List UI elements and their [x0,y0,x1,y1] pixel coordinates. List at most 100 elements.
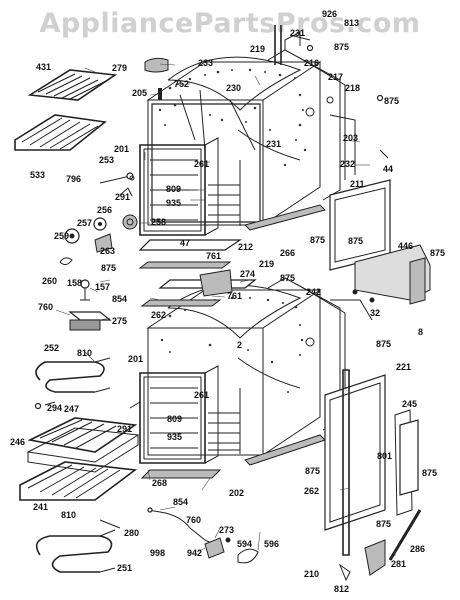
part-label: 875 [348,236,363,246]
part-label: 813 [344,18,359,28]
watermark: AppliancePartsPros.com [39,8,421,39]
part-label: 875 [384,96,399,106]
part-label: 158 [67,278,82,288]
part-label: 596 [264,539,279,549]
part-label: 221 [396,362,411,372]
right-side-panels [324,179,431,556]
part-label: 263 [100,246,115,256]
part-label: 875 [430,248,445,258]
part-label: 875 [422,468,437,478]
part-label: 809 [167,414,182,424]
part-label: 752 [174,79,189,89]
part-label: 262 [151,310,166,320]
part-label: 294 [47,403,62,413]
part-label: 935 [167,432,182,442]
part-label: 446 [398,241,413,251]
part-label: 533 [30,170,45,180]
part-label: 275 [112,316,127,326]
part-label: 286 [410,544,425,554]
part-label: 203 [343,133,358,143]
part-label: 247 [64,404,79,414]
part-label: 998 [150,548,165,558]
part-label: 279 [112,63,127,73]
broil-element-252 [35,357,111,393]
part-label: 926 [322,9,337,19]
part-label: 202 [229,488,244,498]
part-label: 812 [334,584,349,594]
part-label: 875 [280,273,295,283]
part-label: 231 [290,28,305,38]
part-label: 217 [328,72,343,82]
part-label: 875 [334,42,349,52]
vent-tube [274,25,311,65]
part-label: 233 [198,58,213,68]
part-label: 268 [152,478,167,488]
control-knobs [59,214,138,266]
part-label: 231 [266,139,281,149]
part-label: 875 [376,339,391,349]
part-label: 291 [117,424,132,434]
part-label: 251 [117,563,132,573]
part-label: 801 [377,451,392,461]
part-label: 854 [112,294,127,304]
part-label: 218 [345,83,360,93]
part-label: 875 [310,235,325,245]
part-label: 258 [151,217,166,227]
part-label: 210 [304,569,319,579]
broil-pan [26,417,140,473]
part-label: 47 [180,238,190,248]
part-label: 875 [305,466,320,476]
part-label: 256 [97,205,112,215]
part-label: 245 [402,399,417,409]
part-label: 212 [238,242,253,252]
upper-oven-cavity [139,56,322,236]
part-label: 44 [383,164,393,174]
part-label: 761 [206,251,221,261]
part-label: 261 [194,390,209,400]
part-label: 260 [42,276,57,286]
part-label: 230 [226,83,241,93]
part-label: 875 [376,519,391,529]
part-label: 281 [391,559,406,569]
part-label: 219 [250,44,265,54]
leader-lines [55,63,396,556]
part-label: 942 [187,548,202,558]
part-label: 810 [61,510,76,520]
part-label: 2 [237,340,242,350]
part-label: 261 [194,159,209,169]
oven-rack-241 [19,461,138,501]
part-label: 280 [124,528,139,538]
oven-rack-431 [27,69,118,101]
part-label: 201 [114,144,129,154]
part-label: 242 [306,287,321,297]
lower-small-parts [34,44,422,582]
oven-rack-533 [14,114,107,151]
part-label: 274 [240,269,255,279]
part-label: 875 [101,263,116,273]
part-label: 761 [227,291,242,301]
bottom-trim-strips [140,204,326,479]
part-label: 216 [304,58,319,68]
part-label: 257 [77,218,92,228]
part-label: 760 [38,302,53,312]
part-label: 266 [280,248,295,258]
part-label: 252 [44,343,59,353]
part-label: 205 [132,88,147,98]
part-label: 760 [186,515,201,525]
part-label: 201 [128,354,143,364]
part-label: 273 [219,525,234,535]
middle-trim-strips [138,239,257,307]
part-label: 219 [259,259,274,269]
part-label: 157 [95,282,110,292]
part-label: 8 [418,327,423,337]
lamp-parts [68,279,112,331]
part-label: 246 [10,437,25,447]
part-label: 241 [33,502,48,512]
part-label: 32 [370,308,380,318]
part-label: 259 [54,231,69,241]
part-label: 854 [173,497,188,507]
part-label: 594 [237,539,252,549]
part-label: 809 [166,184,181,194]
part-labels: 926 813 875 219 231 431 279 233 216 217 … [10,9,445,594]
